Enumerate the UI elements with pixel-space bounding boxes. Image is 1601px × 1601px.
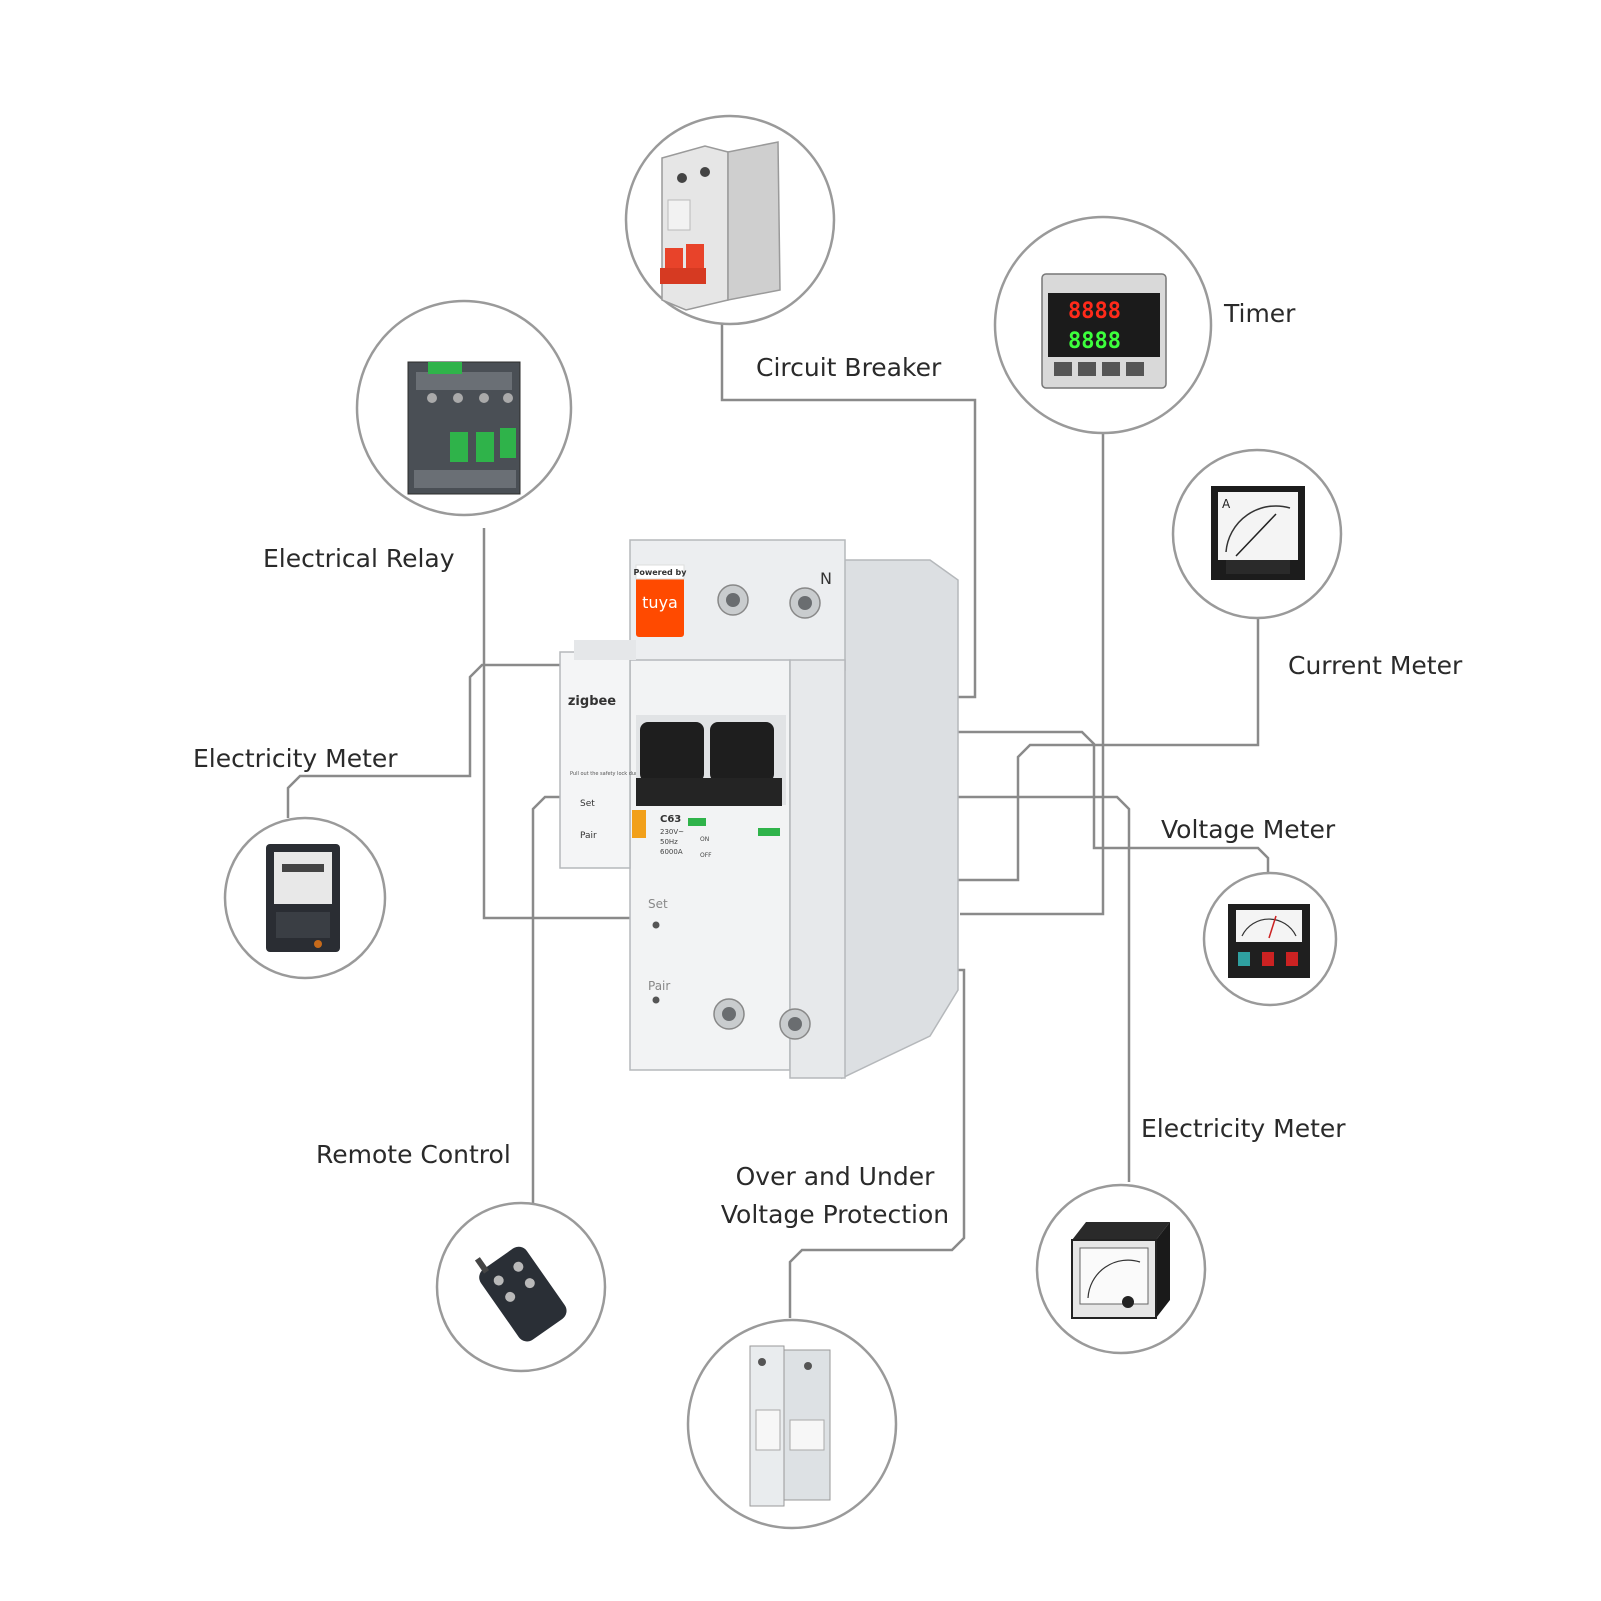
line-timer: [960, 433, 1105, 916]
breaking-rating: 6000A: [660, 848, 683, 856]
circuit-breaker-icon: [660, 141, 781, 311]
line-voltage-meter: [950, 730, 1270, 872]
timer-top-display: 8888: [1068, 299, 1121, 324]
zigbee-label: zigbee: [568, 694, 616, 709]
timer-icon: 8888 8888: [1041, 273, 1167, 389]
electricity-meter-left-icon: [266, 844, 340, 952]
lower-set-label: Set: [648, 897, 668, 911]
safety-notice: Pull out the safety lock during maintena…: [570, 771, 679, 777]
tuya-logo: tuya: [642, 593, 678, 612]
line-relay: [482, 528, 630, 920]
lower-pair-label: Pair: [648, 979, 670, 993]
voltage-protector-icon: [749, 1345, 831, 1507]
label-voltage-meter: Voltage Meter: [1161, 815, 1336, 844]
line-over-under: [788, 968, 966, 1318]
voltage-rating: 230V~: [660, 828, 684, 836]
line-electricity-meter-right: [950, 795, 1131, 1182]
label-current-meter: Current Meter: [1288, 651, 1463, 680]
label-timer: Timer: [1224, 299, 1296, 328]
connector-lines: [286, 323, 1270, 1318]
label-over-under-line1: Over and Under: [735, 1162, 935, 1191]
label-over-under-line2: Voltage Protection: [720, 1200, 950, 1229]
frequency-rating: 50Hz: [660, 838, 678, 846]
remote-control-icon: [474, 1246, 567, 1342]
zigbee-breaker-device: Powered by tuya N zigbee Pull out the sa…: [559, 539, 959, 1080]
label-electrical-relay: Electrical Relay: [263, 544, 455, 573]
neutral-label: N: [820, 569, 832, 588]
on-label: ON: [700, 836, 709, 843]
label-electricity-meter-right: Electricity Meter: [1141, 1114, 1346, 1143]
relay-icon: [407, 361, 521, 495]
current-meter-icon: A: [1211, 486, 1305, 580]
tuya-powered-by: Powered by: [634, 568, 688, 577]
label-remote-control: Remote Control: [316, 1140, 511, 1169]
line-electricity-meter-left: [286, 663, 560, 818]
module-set-label: Set: [580, 799, 595, 809]
svg-text:A: A: [1222, 497, 1231, 511]
timer-bottom-display: 8888: [1068, 329, 1121, 354]
module-pair-label: Pair: [580, 831, 597, 841]
label-circuit-breaker: Circuit Breaker: [756, 353, 942, 382]
line-current-meter: [950, 617, 1260, 882]
label-electricity-meter-left: Electricity Meter: [193, 744, 398, 773]
voltage-meter-icon: [1228, 904, 1310, 978]
off-label: OFF: [700, 852, 712, 859]
electricity-meter-right-icon: [1071, 1222, 1170, 1319]
line-circuit-breaker: [720, 323, 977, 699]
rating-label: C63: [660, 814, 681, 825]
line-remote-control: [531, 795, 560, 1205]
